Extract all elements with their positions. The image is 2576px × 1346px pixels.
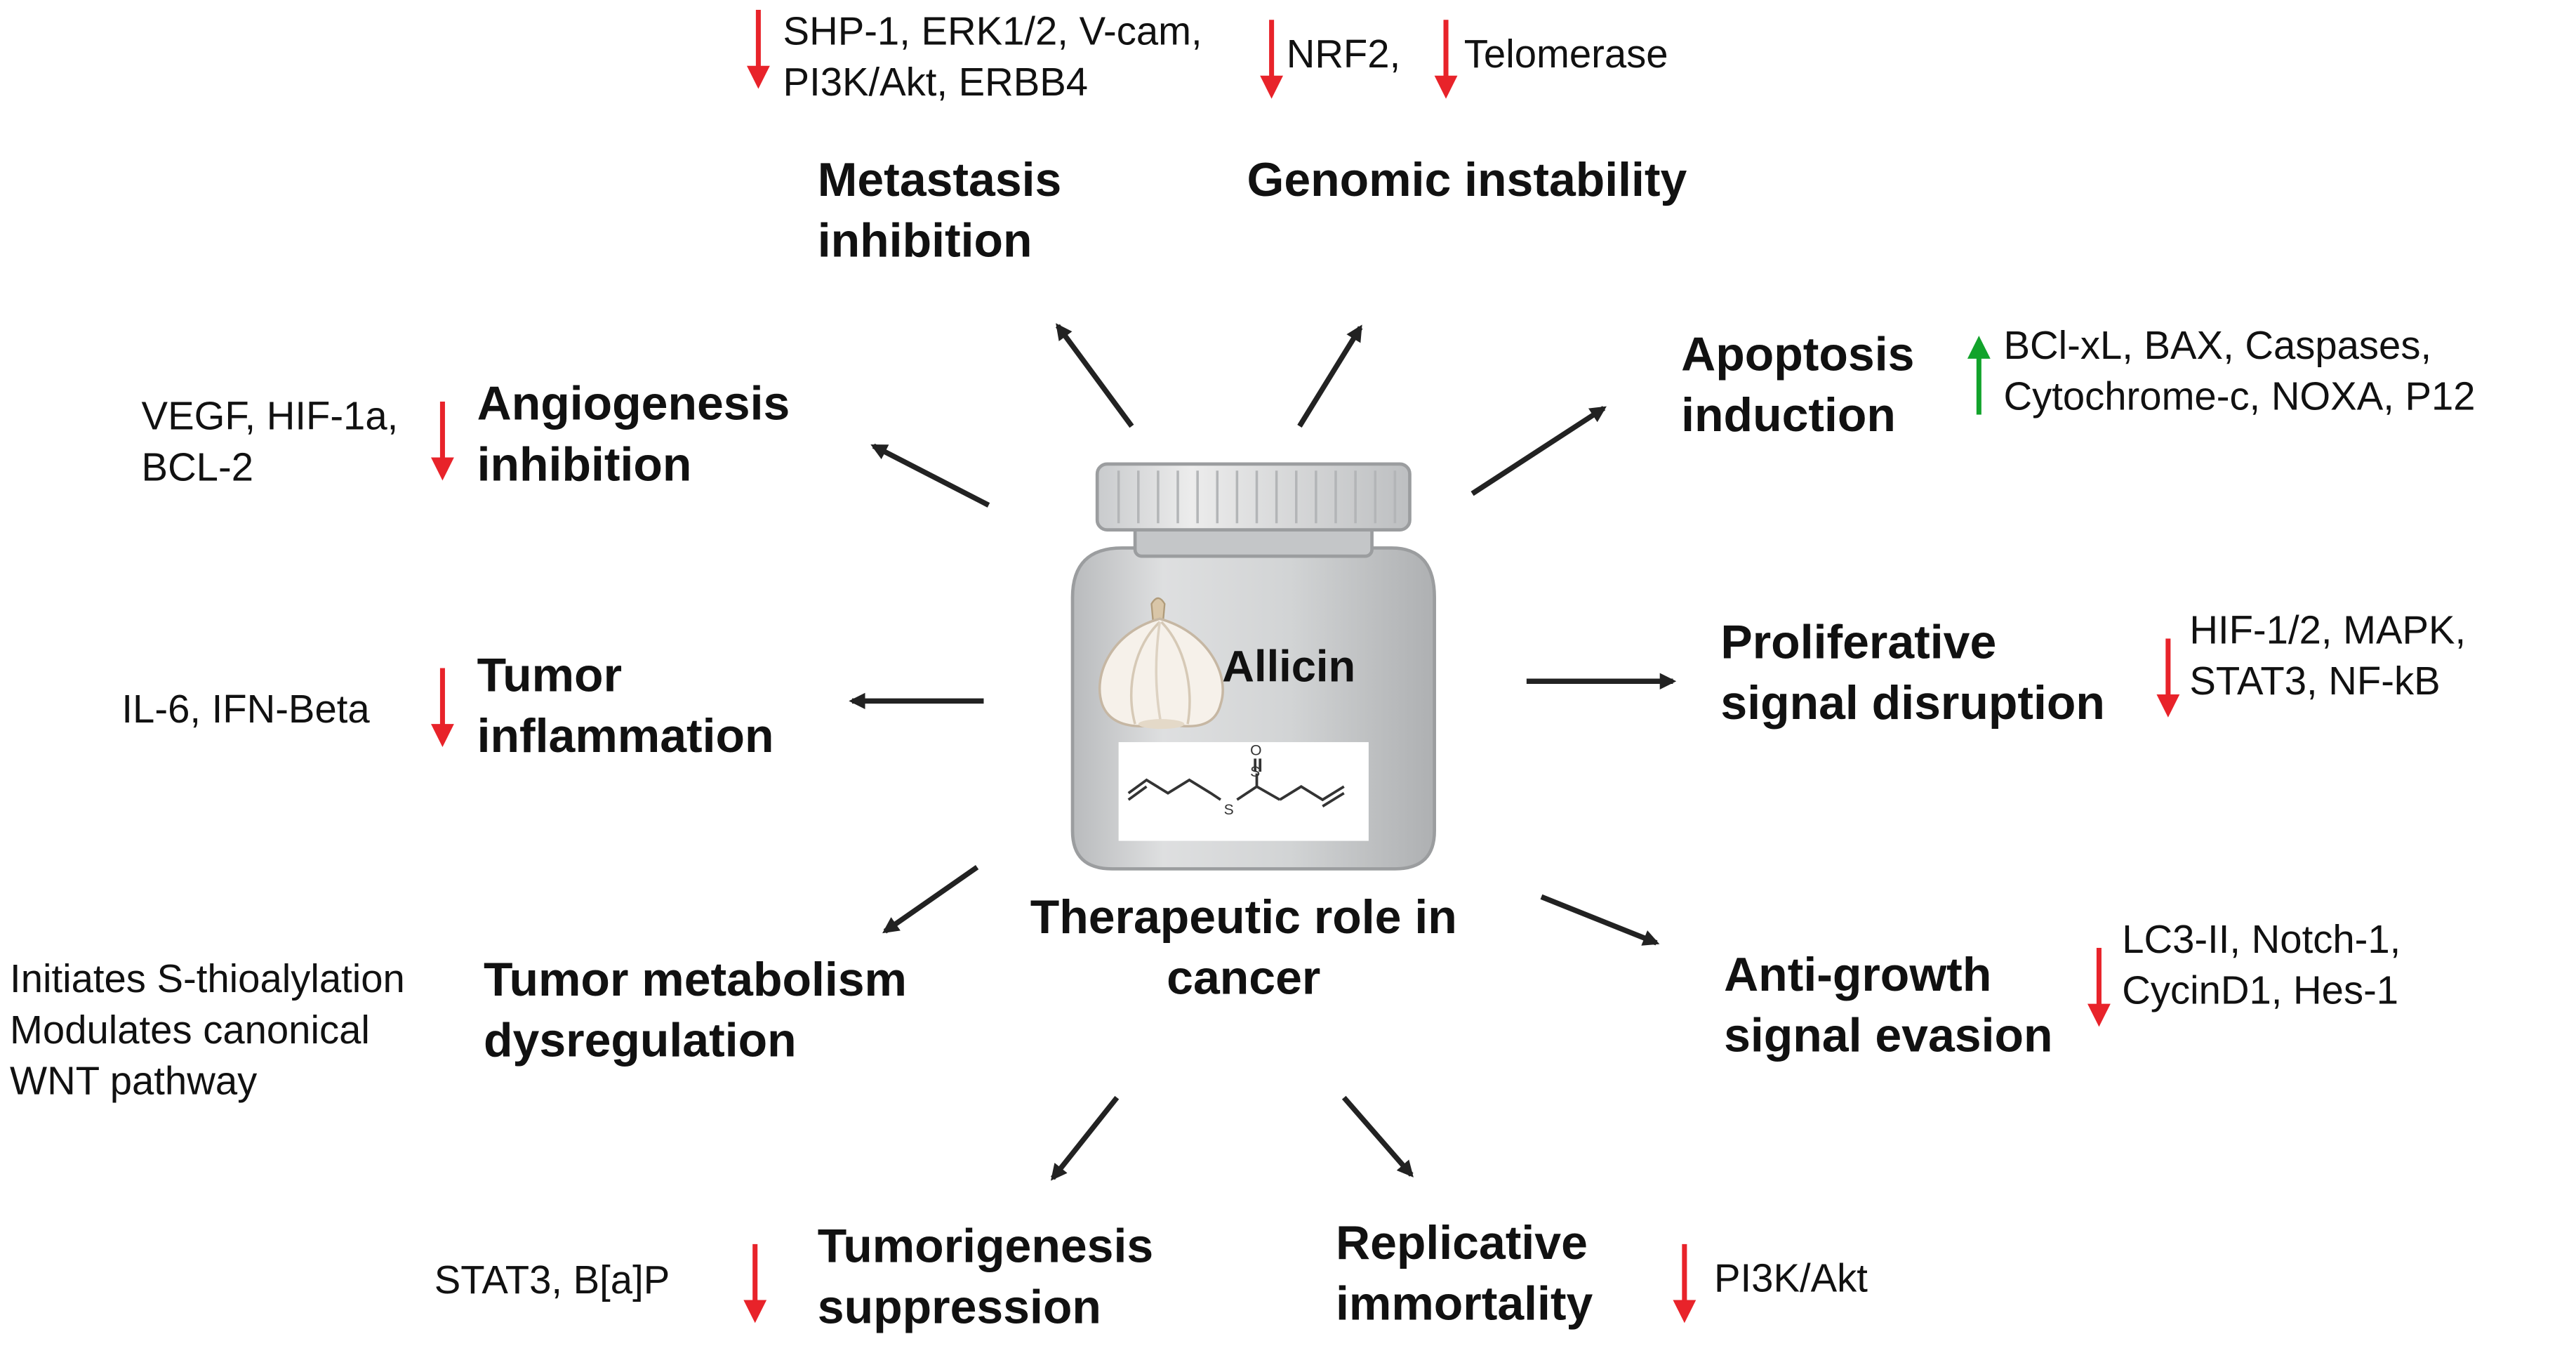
hallmark-label-line: Tumor metabolism: [484, 954, 907, 1008]
marker-line: BCL-2: [141, 446, 253, 491]
down-arrow-icon: [431, 401, 454, 481]
marker-line: WNT pathway: [10, 1060, 258, 1104]
hallmark-label-line: Tumor: [477, 649, 623, 703]
down-arrow-icon: [743, 1243, 767, 1324]
hallmark-tumor-metabolism-dysregulation: Tumor metabolism dysregulation: [484, 951, 907, 1073]
hallmark-label-line: Metastasis: [817, 154, 1062, 208]
proliferative-markers: HIF-1/2, MAPK, STAT3, NF-kB: [2189, 605, 2466, 707]
marker-line: NRF2,: [1286, 32, 1401, 78]
angiogenesis-markers: VEGF, HIF-1a, BCL-2: [142, 392, 399, 494]
hallmark-label-line: induction: [1681, 390, 1896, 443]
svg-text:S: S: [1250, 764, 1260, 780]
down-arrow-icon: [1434, 20, 1458, 99]
marker-line: VEGF, HIF-1a,: [141, 395, 399, 440]
marker-line: Cytochrome-c, NOXA, P12: [2003, 375, 2476, 420]
marker-line: BCl-xL, BAX, Caspases,: [2003, 324, 2432, 369]
marker-line: PI3K/Akt, ERBB4: [783, 60, 1089, 105]
marker-line: Modulates canonical: [10, 1008, 370, 1053]
hallmark-label-line: inhibition: [477, 439, 692, 492]
antigrowth-markers: LC3-II, Notch-1, CycinD1, Hes-1: [2122, 915, 2401, 1017]
hallmark-label-line: immortality: [1336, 1278, 1593, 1331]
marker-line: HIF-1/2, MAPK,: [2189, 609, 2467, 654]
hallmark-label-line: Tumorigenesis: [817, 1220, 1154, 1274]
svg-text:S: S: [1224, 802, 1234, 818]
hallmark-anti-growth-signal-evasion: Anti-growth signal evasion: [1724, 946, 2052, 1068]
hallmark-label-line: Genomic instability: [1247, 154, 1687, 208]
marker-line: LC3-II, Notch-1,: [2122, 918, 2401, 963]
marker-line: CycinD1, Hes-1: [2122, 969, 2399, 1014]
hallmark-label-line: signal disruption: [1720, 678, 2105, 731]
hallmark-angiogenesis-inhibition: Angiogenesis inhibition: [477, 375, 790, 496]
arrow-antigrowth: [1540, 894, 1660, 946]
hallmark-tumor-inflammation: Tumor inflammation: [477, 647, 774, 768]
apoptosis-markers: BCl-xL, BAX, Caspases, Cytochrome-c, NOX…: [2004, 321, 2476, 423]
marker-line: STAT3, NF-kB: [2189, 659, 2441, 705]
hallmark-label-line: Anti-growth: [1724, 949, 1992, 1003]
center-title-line-1: Therapeutic role in: [1030, 892, 1457, 945]
genomic-markers-b: Telomerase: [1464, 29, 1668, 81]
hallmark-metastasis-inhibition: Metastasis inhibition: [818, 152, 1062, 273]
down-arrow-icon: [431, 668, 454, 747]
down-arrow-icon: [2087, 947, 2111, 1027]
hallmark-label-line: signal evasion: [1724, 1010, 2053, 1063]
hallmark-label-line: Apoptosis: [1681, 329, 1915, 382]
svg-text:O: O: [1250, 743, 1261, 759]
hallmark-label-line: suppression: [817, 1281, 1101, 1335]
marker-line: PI3K/Akt: [1714, 1257, 1868, 1302]
hallmark-proliferative-signal-disruption: Proliferative signal disruption: [1720, 614, 2105, 735]
marker-line: IL-6, IFN-Beta: [121, 687, 370, 732]
marker-line: Initiates S-thioalylation: [10, 957, 405, 1003]
hallmark-genomic-instability: Genomic instability: [1247, 152, 1687, 213]
hallmark-label-line: inflammation: [477, 711, 774, 764]
tumorigenesis-markers: STAT3, B[a]P: [434, 1255, 670, 1307]
marker-line: SHP-1, ERK1/2, V-cam,: [783, 10, 1202, 55]
arrow-tumorigenesis: [1050, 1095, 1120, 1181]
hallmark-tumorigenesis-suppression: Tumorigenesis suppression: [818, 1218, 1153, 1339]
arrow-metastasis: [1055, 323, 1134, 428]
metastasis-markers: SHP-1, ERK1/2, V-cam, PI3K/Akt, ERBB4: [783, 6, 1202, 108]
hallmark-label-line: Angiogenesis: [477, 378, 790, 432]
hallmark-label-line: inhibition: [817, 216, 1033, 269]
up-arrow-icon: [1967, 336, 1991, 415]
hallmark-label-line: Proliferative: [1720, 616, 1997, 670]
hallmark-apoptosis-induction: Apoptosis induction: [1681, 326, 1914, 447]
replicative-markers: PI3K/Akt: [1714, 1254, 1868, 1305]
hallmark-label-line: dysregulation: [484, 1015, 797, 1068]
hallmark-label-line: Replicative: [1336, 1218, 1588, 1271]
down-arrow-icon: [1673, 1243, 1697, 1324]
metabolism-markers: Initiates S-thioalylation Modulates cano…: [10, 954, 405, 1107]
marker-line: Telomerase: [1463, 32, 1668, 78]
arrow-angiogenesis: [870, 443, 990, 508]
down-arrow-icon: [1260, 20, 1284, 99]
genomic-markers-a: NRF2,: [1287, 29, 1401, 81]
center-title-line-2: cancer: [1167, 952, 1321, 1005]
arrow-metabolism: [882, 865, 979, 934]
garlic-icon: [1098, 597, 1224, 730]
hallmark-replicative-immortality: Replicative immortality: [1336, 1215, 1593, 1336]
compound-name: Allicin: [1222, 642, 1356, 692]
arrow-genomic: [1297, 324, 1363, 428]
down-arrow-icon: [2156, 638, 2180, 718]
marker-line: STAT3, B[a]P: [434, 1258, 670, 1304]
center-title: Therapeutic role in cancer: [981, 889, 1507, 1010]
inflammation-markers: IL-6, IFN-Beta: [121, 685, 369, 736]
down-arrow-icon: [746, 10, 770, 89]
jar-cap: [1095, 462, 1412, 532]
allicin-structure: S S O: [1118, 741, 1369, 841]
arrow-replicative: [1341, 1095, 1414, 1177]
arrow-apoptosis: [1470, 406, 1607, 496]
